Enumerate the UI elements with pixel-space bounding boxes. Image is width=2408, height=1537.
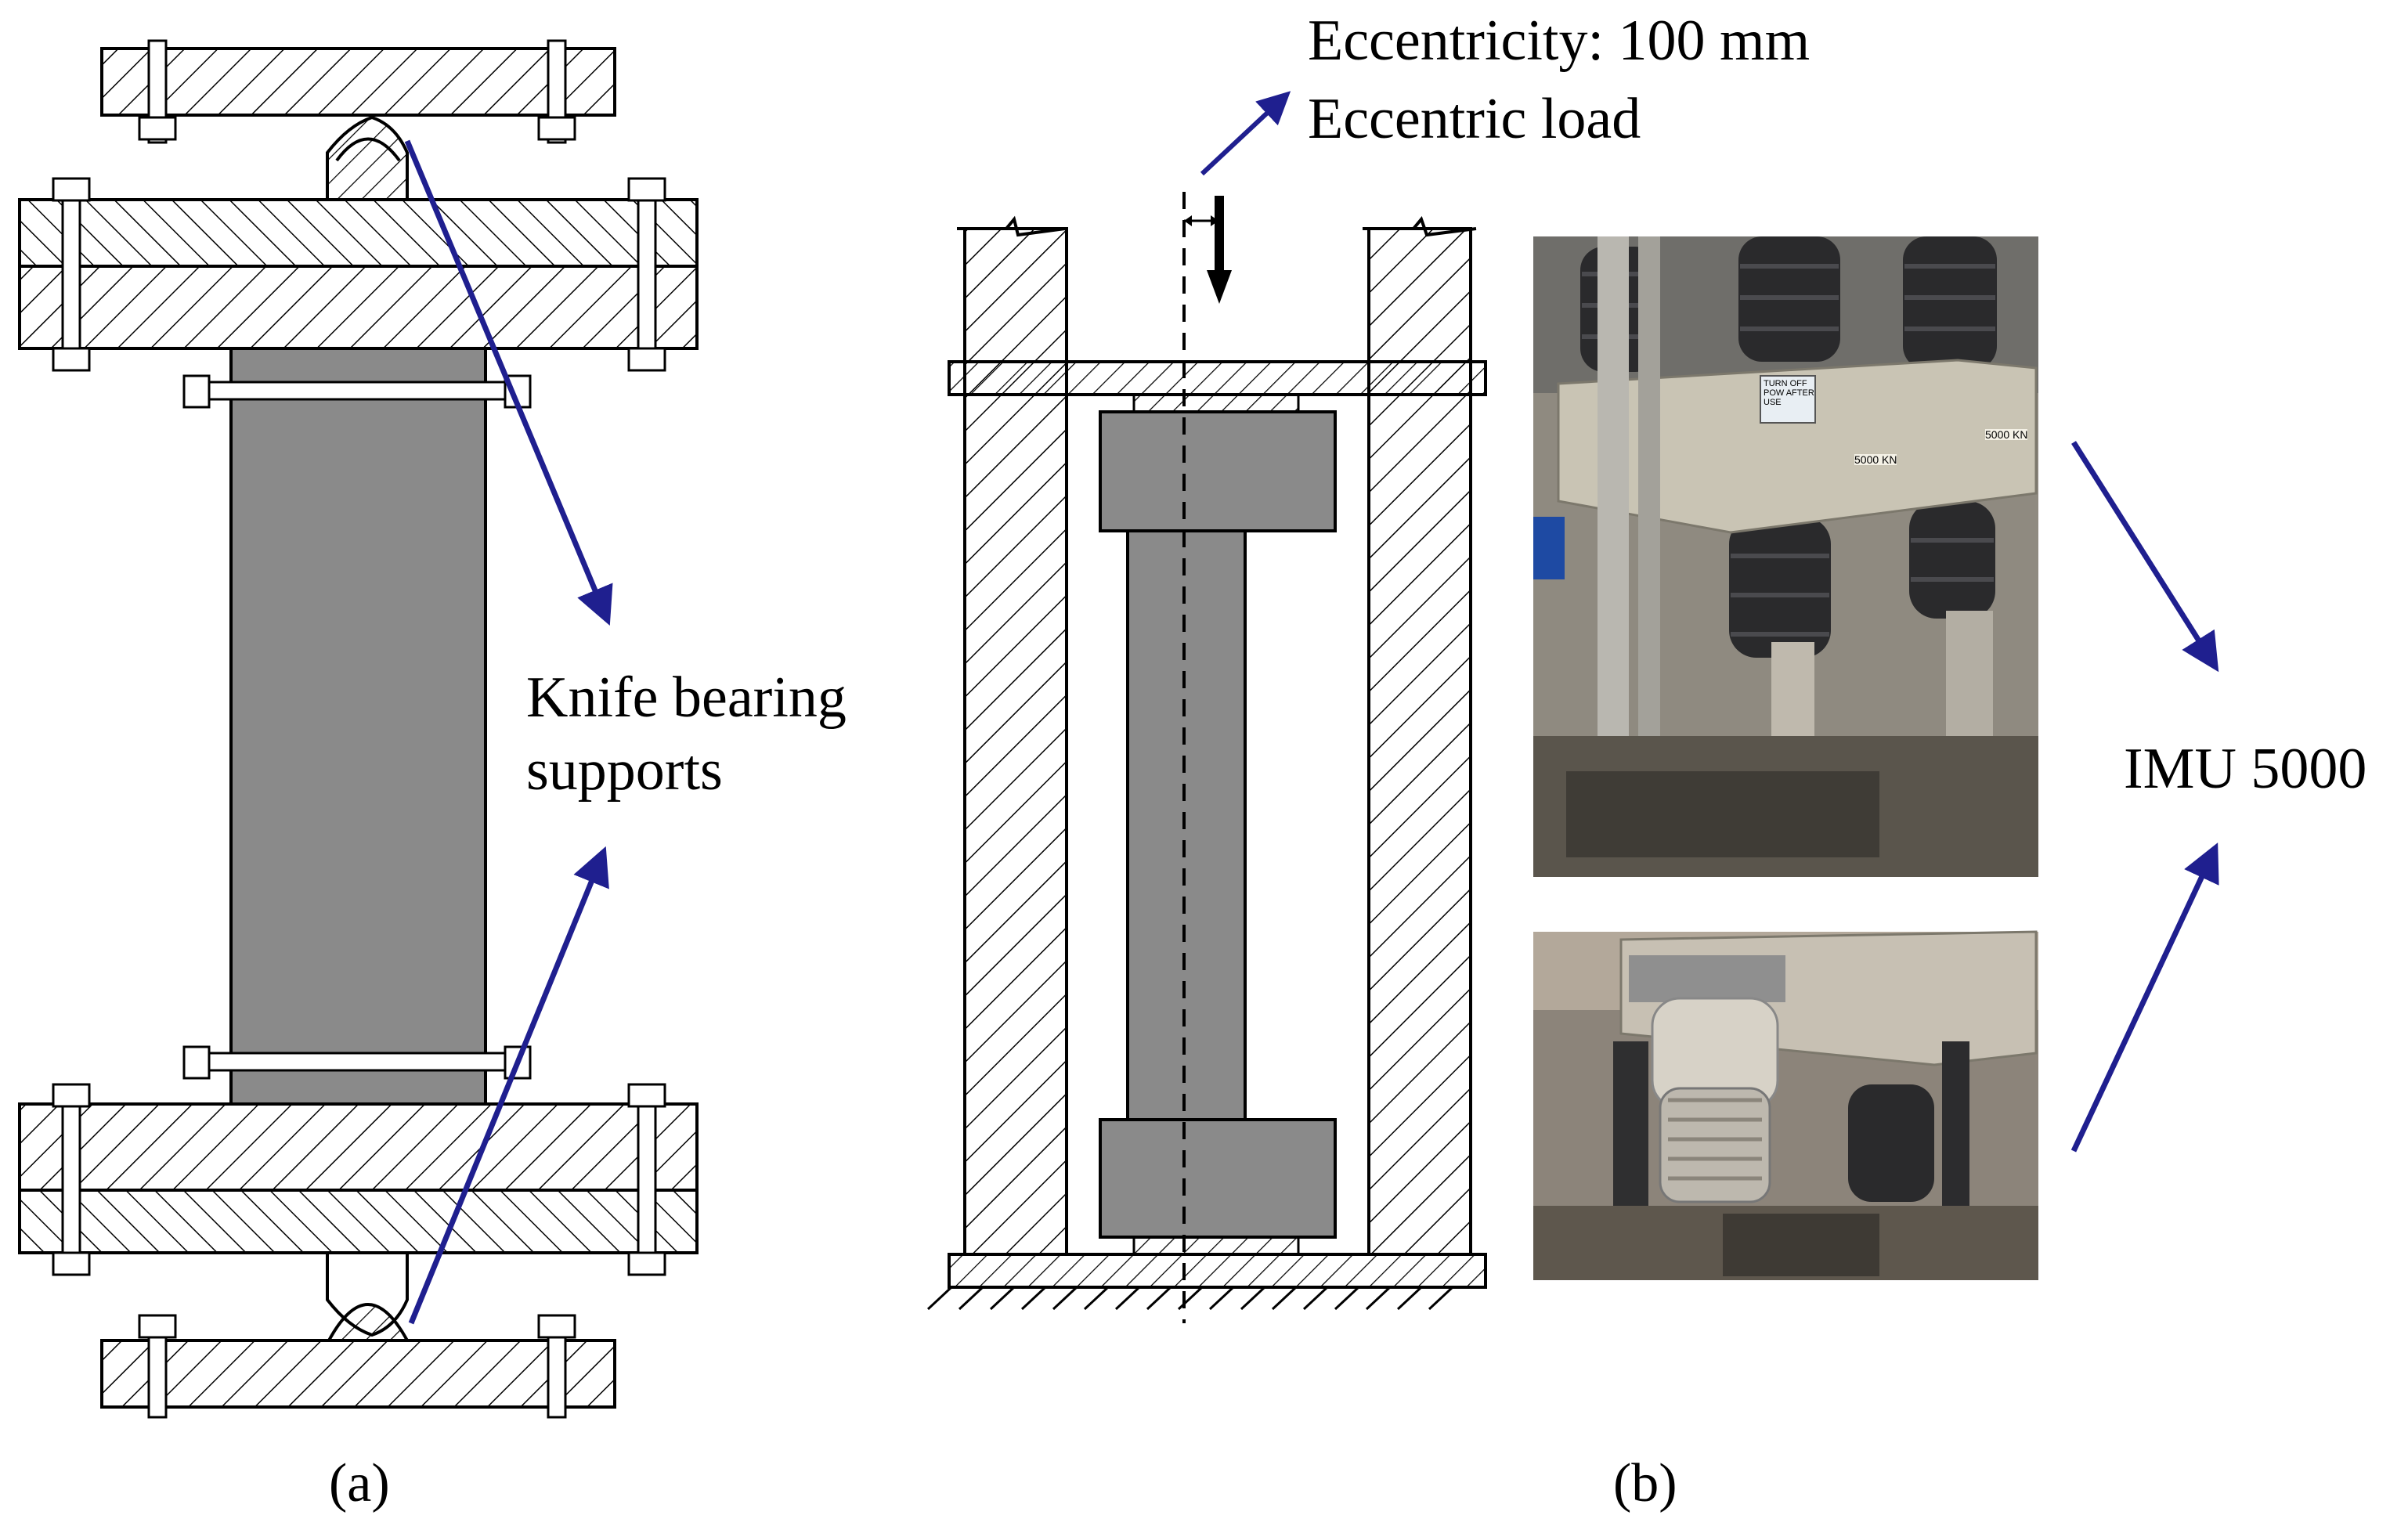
- imu-arrow-top: [2071, 441, 2219, 673]
- eccentric-load-label: Eccentric load: [1308, 87, 1641, 151]
- caption-b: (b): [1613, 1453, 1677, 1514]
- photo-plate-left: 5000 KN: [1854, 453, 1897, 466]
- photo-lower: [1533, 930, 2038, 1280]
- bottom-crosshead: [948, 1253, 1487, 1289]
- knife-bearing-arrow-top: [404, 139, 613, 626]
- knife-bearing-label: Knife bearing supports: [526, 666, 847, 803]
- panel-b-top-end-block: [1099, 410, 1337, 532]
- photo-tag: TURN OFF POW AFTER USE: [1764, 379, 1814, 408]
- panel-b-drawing: [926, 91, 1487, 1323]
- panel-b-bottom-end-block: [1099, 1118, 1337, 1239]
- panel-b-column: [1126, 529, 1247, 1121]
- top-crosshead: [948, 360, 1487, 396]
- top-end-plate: [100, 47, 616, 117]
- panel-a-specimen: [229, 347, 487, 1106]
- left-frame-column: [963, 227, 1068, 1256]
- knife-bearing-arrow-bottom: [408, 846, 609, 1325]
- panel-a-drawing: [18, 39, 699, 1419]
- top-knife-bearing: [326, 115, 409, 201]
- eccentricity-label: Eccentricity: 100 mm: [1308, 9, 1811, 73]
- eccentricity-leader-arrow: [1200, 91, 1291, 176]
- imu-label: IMU 5000: [2124, 737, 2367, 801]
- bottom-end-plate: [100, 1339, 616, 1409]
- photo-upper: [1533, 236, 2038, 877]
- right-frame-column: [1367, 227, 1472, 1256]
- imu-arrow-bottom: [2070, 842, 2219, 1153]
- top-plate-bolts: [138, 39, 576, 144]
- caption-a: (a): [329, 1453, 390, 1514]
- photo-plate-right: 5000 KN: [1985, 428, 2028, 441]
